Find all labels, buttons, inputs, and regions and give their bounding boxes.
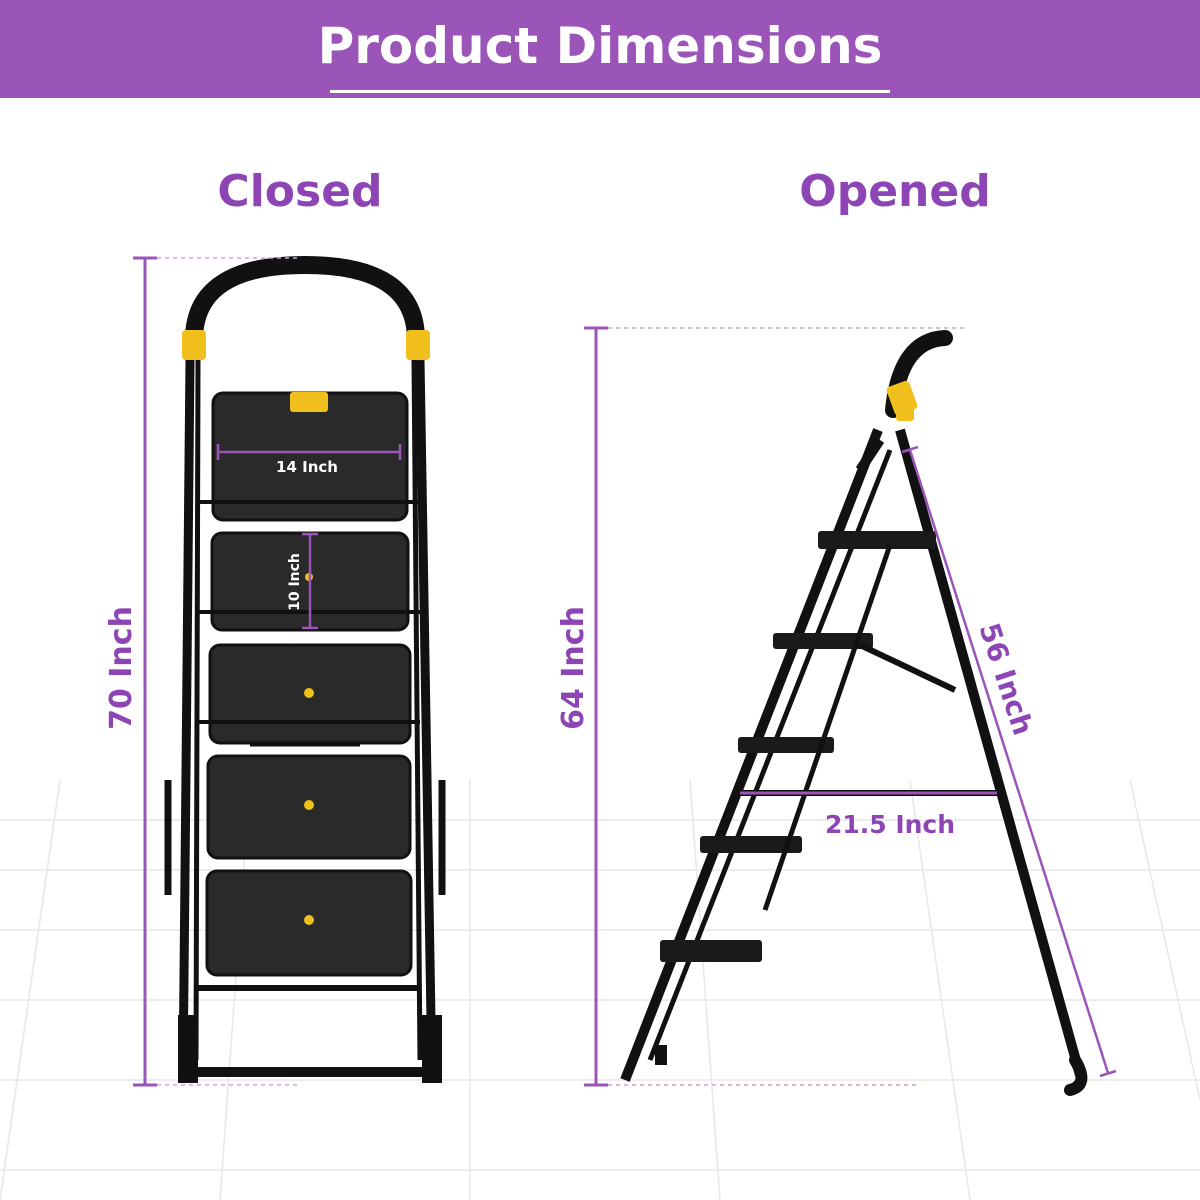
closed-dimensions xyxy=(133,256,402,1087)
step-lock-clip xyxy=(290,392,328,412)
closed-foot-left xyxy=(178,1015,198,1083)
closed-ladder xyxy=(164,255,446,1083)
leg-length-line xyxy=(908,449,1110,1074)
step-width-label: 14 Inch xyxy=(276,458,338,476)
step-depth-label: 10 Inch xyxy=(287,553,303,611)
opened-step-3 xyxy=(738,737,834,753)
opened-label: Opened xyxy=(799,166,991,217)
floor-tiles xyxy=(0,779,1200,1200)
page-title: Product Dimensions xyxy=(317,17,883,75)
opened-height-label: 64 Inch xyxy=(556,606,591,730)
closed-height-label: 70 Inch xyxy=(104,606,139,730)
opened-step-4 xyxy=(700,836,802,853)
opened-step-1 xyxy=(818,531,936,549)
closed-rail-right xyxy=(415,359,437,1081)
closed-rail-left xyxy=(178,359,195,1081)
base-width-label: 21.5 Inch xyxy=(825,810,955,839)
closed-handle-clip-right xyxy=(406,330,430,360)
closed-foot-right xyxy=(422,1015,442,1083)
closed-handle-clip-left xyxy=(182,330,206,360)
opened-rear-leg xyxy=(895,428,1085,1077)
closed-label: Closed xyxy=(217,166,383,217)
closed-handle xyxy=(185,255,425,349)
opened-front-rail xyxy=(620,428,883,1082)
opened-dimensions xyxy=(584,326,1117,1087)
opened-step-5 xyxy=(660,940,762,962)
opened-ladder xyxy=(620,330,1088,1096)
opened-step-2 xyxy=(773,633,873,649)
title-underline xyxy=(330,90,890,93)
header-banner: Product Dimensions xyxy=(0,0,1200,98)
